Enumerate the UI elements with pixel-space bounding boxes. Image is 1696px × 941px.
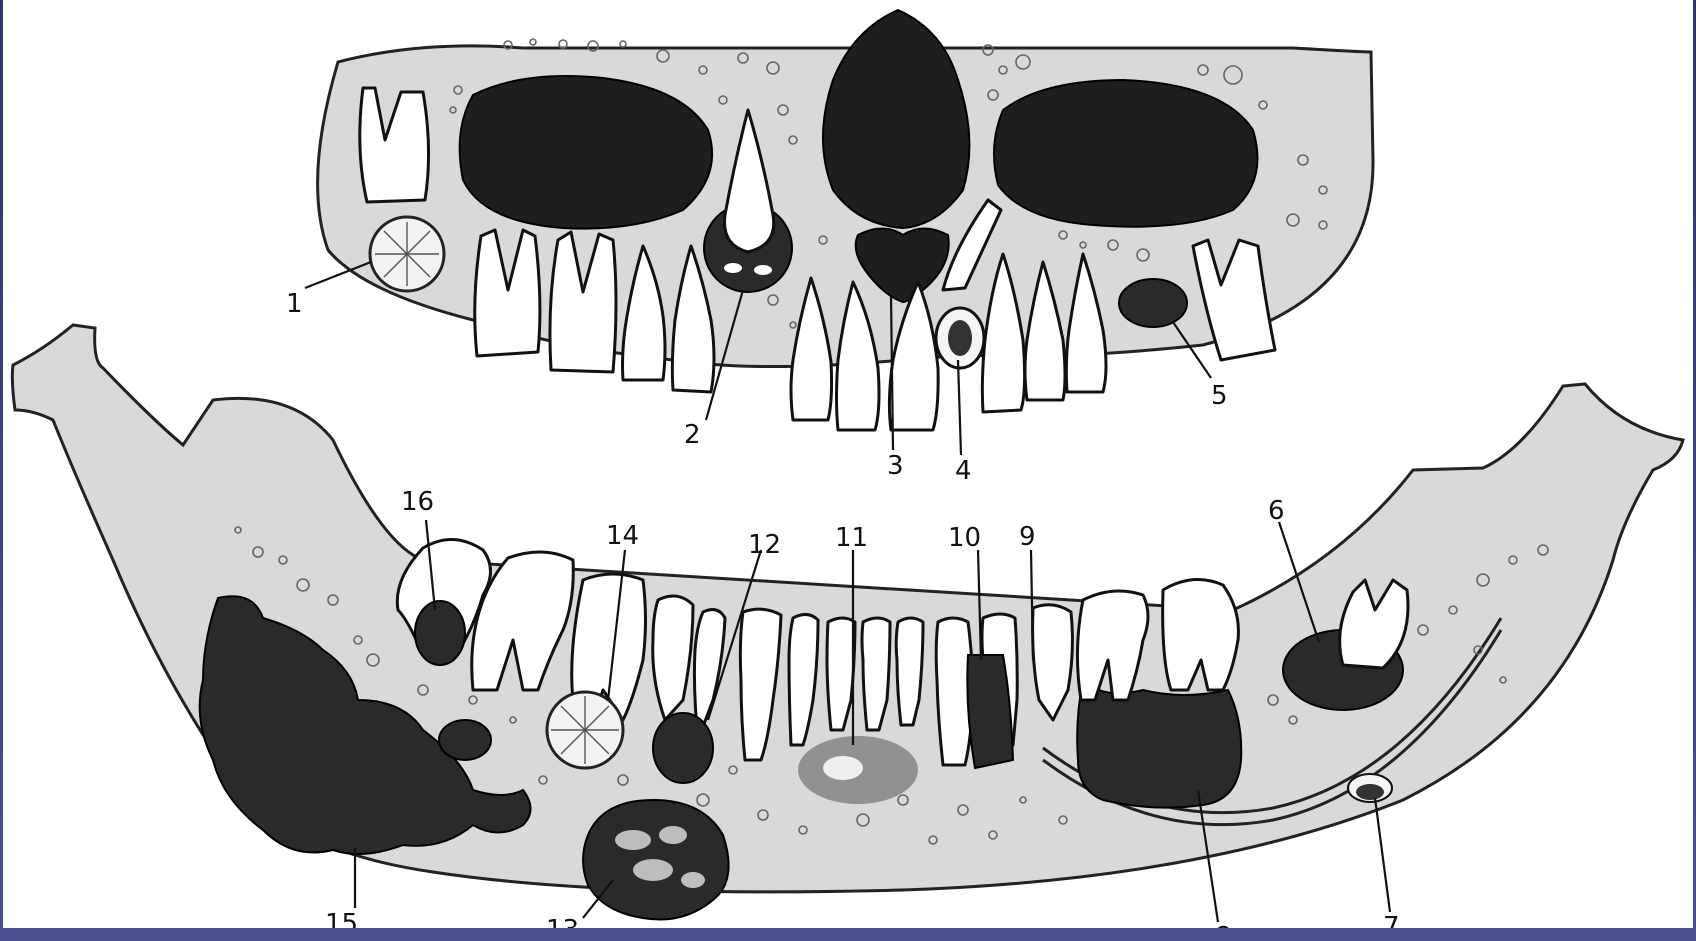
label-8: 8 [1215, 922, 1232, 928]
label-14: 14 [606, 521, 639, 551]
lesion-5 [1119, 279, 1187, 327]
cyst-2-highlight-b [754, 265, 772, 275]
label-6: 6 [1268, 496, 1285, 526]
leader-7 [1375, 798, 1390, 912]
lesion-8 [1077, 680, 1241, 808]
label-2: 2 [684, 420, 701, 450]
jaw-diagram: 1 2 3 4 5 6 7 8 9 10 11 12 13 14 15 16 [3, 0, 1693, 928]
left-maxillary-sinus [460, 76, 712, 229]
cyst-2-highlight-a [724, 263, 742, 273]
lesion-16 [415, 601, 465, 665]
lesion-12 [653, 713, 713, 783]
lesion-4-core [948, 320, 972, 356]
lesion-10 [967, 655, 1013, 768]
label-12: 12 [748, 530, 781, 560]
label-9: 9 [1019, 522, 1036, 552]
label-13: 13 [546, 915, 579, 928]
odontoma-14-pattern [551, 696, 619, 764]
nasal-cavity [823, 10, 969, 228]
lesion-11-center [823, 756, 863, 780]
label-7: 7 [1383, 912, 1400, 928]
odontoma-1-pattern [375, 222, 439, 286]
diagram-canvas: 1 2 3 4 5 6 7 8 9 10 11 12 13 14 15 16 [3, 0, 1693, 928]
right-maxillary-sinus [994, 80, 1258, 227]
label-16: 16 [401, 487, 434, 517]
label-1: 1 [286, 289, 303, 319]
lesion-7-core [1356, 784, 1384, 800]
label-4: 4 [955, 456, 972, 486]
label-11: 11 [835, 523, 868, 553]
label-10: 10 [948, 523, 981, 553]
leader-4 [958, 360, 961, 455]
label-5: 5 [1211, 381, 1228, 411]
maxilla [318, 10, 1373, 430]
label-3: 3 [887, 451, 904, 481]
lesion-15-lobe [439, 720, 491, 760]
label-15: 15 [325, 909, 358, 928]
